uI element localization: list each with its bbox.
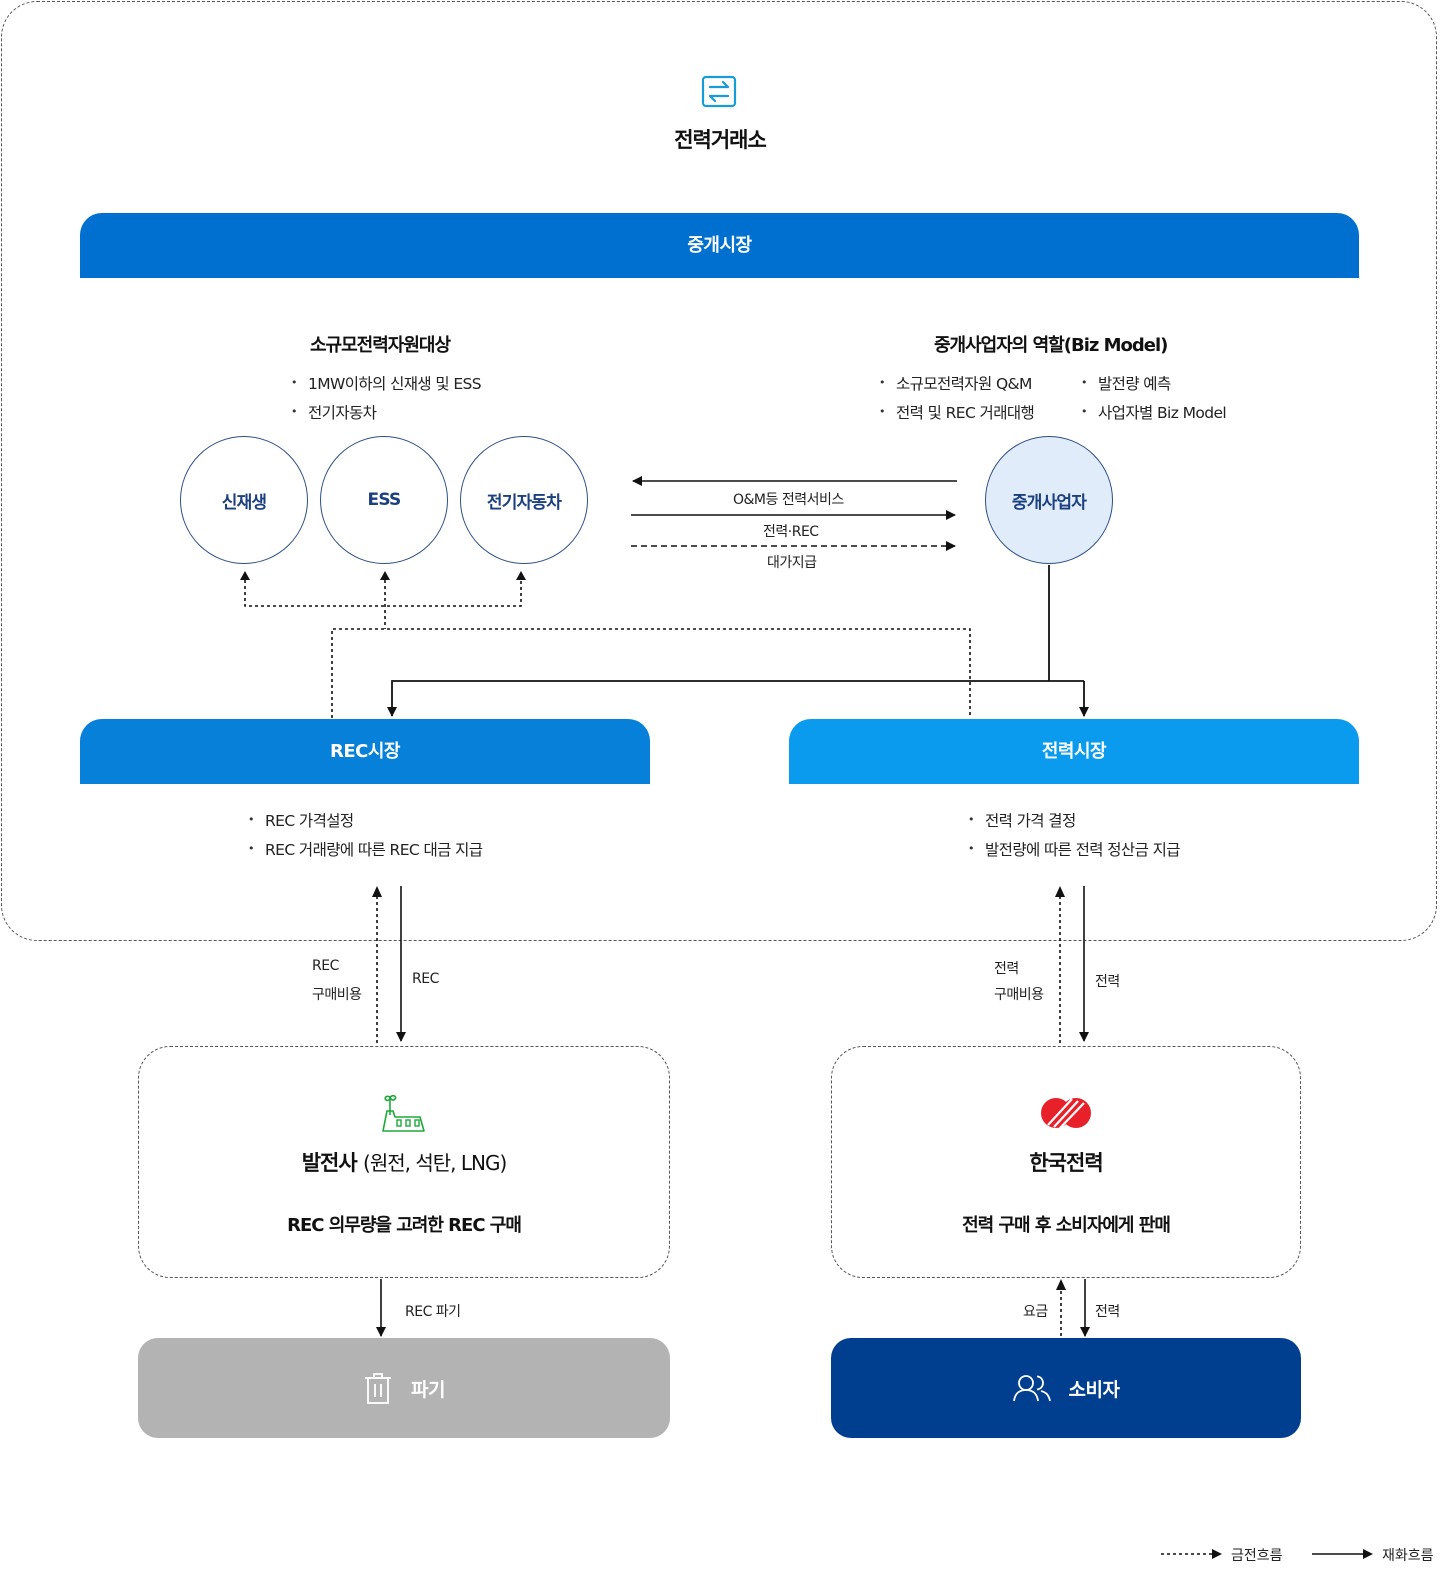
broker-role-title: 중개사업자의 역할(Biz Model) [934, 335, 1168, 356]
small-resources-bullet: 전기자동차 [291, 401, 377, 423]
broker-role-bullet: 전력 및 REC 거래대행 [879, 401, 1035, 423]
broker-role-bullet: 소규모전력자원 Q&M [879, 372, 1032, 394]
circle-renewable: 신재생 [180, 436, 308, 564]
generator-title-main: 발전사 [301, 1151, 358, 1175]
generator-title-paren: (원전, 석탄, LNG) [363, 1151, 507, 1175]
brokerage-market-label: 중개시장 [687, 235, 752, 256]
legend-money-flow-label: 금전흐름 [1231, 1548, 1283, 1564]
power-market-bar: 전력시장 [789, 719, 1359, 784]
generator-title: 발전사 (원전, 석탄, LNG) [138, 1147, 670, 1177]
kepco-desc: 전력 구매 후 소비자에게 판매 [962, 1215, 1171, 1236]
generator-desc: REC 의무량을 고려한 REC 구매 [287, 1215, 522, 1236]
disposal-pill: 파기 [138, 1338, 670, 1438]
legend-goods-flow-label: 재화흐름 [1382, 1548, 1434, 1564]
rec-market-label: REC시장 [330, 741, 401, 762]
users-icon [1012, 1375, 1051, 1402]
brokerage-market-bar: 중개시장 [80, 213, 1359, 278]
flow-label-power: 전력 [1095, 974, 1120, 990]
circle-broker: 중개사업자 [985, 436, 1113, 564]
flow-label-rec-disposal: REC 파기 [405, 1304, 461, 1320]
exchange-container [1, 1, 1437, 941]
exchange-arrows-icon [701, 75, 737, 108]
rec-market-bullet: REC 거래량에 따른 REC 대금 지급 [248, 838, 483, 860]
power-market-bullet: 발전량에 따른 전력 정산금 지급 [968, 838, 1180, 860]
rec-market-bullet: REC 가격설정 [248, 809, 354, 831]
generator-box [138, 1046, 670, 1278]
consumer-pill: 소비자 [831, 1338, 1301, 1438]
kepco-box [831, 1046, 1301, 1278]
power-market-label: 전력시장 [1041, 741, 1107, 762]
small-resources-title: 소규모전력자원대상 [310, 335, 451, 356]
rec-market-bar: REC시장 [80, 719, 650, 784]
flow-label-service: O&M등 전력서비스 [733, 492, 844, 508]
small-resources-bullet: 1MW이하의 신재생 및 ESS [291, 372, 482, 394]
circle-ess: ESS [320, 436, 448, 564]
flow-label-fee: 요금 [1023, 1304, 1048, 1320]
flow-label-rec-cost: REC [312, 958, 339, 974]
consumer-label: 소비자 [1068, 1378, 1120, 1401]
flow-label-rec-cost: 구매비용 [312, 987, 362, 1003]
trash-icon [365, 1373, 392, 1404]
flow-label-payment: 대가지급 [767, 555, 817, 571]
broker-role-bullet: 사업자별 Biz Model [1081, 401, 1227, 423]
exchange-title: 전력거래소 [674, 128, 767, 152]
kepco-logo-icon [1041, 1098, 1091, 1129]
flow-label-power-consumer: 전력 [1095, 1304, 1120, 1320]
arrowhead-fee [1056, 1279, 1066, 1290]
power-plant-icon [382, 1094, 425, 1132]
flow-label-power-cost: 전력 [994, 961, 1019, 977]
flow-label-power-cost: 구매비용 [994, 987, 1044, 1003]
flow-label-power-rec: 전력·REC [763, 524, 819, 540]
kepco-title: 한국전력 [1029, 1151, 1103, 1175]
disposal-label: 파기 [411, 1378, 445, 1401]
power-market-bullet: 전력 가격 결정 [968, 809, 1076, 831]
flow-label-rec: REC [412, 971, 439, 987]
broker-role-bullet: 발전량 예측 [1081, 372, 1171, 394]
circle-ev: 전기자동차 [460, 436, 588, 564]
